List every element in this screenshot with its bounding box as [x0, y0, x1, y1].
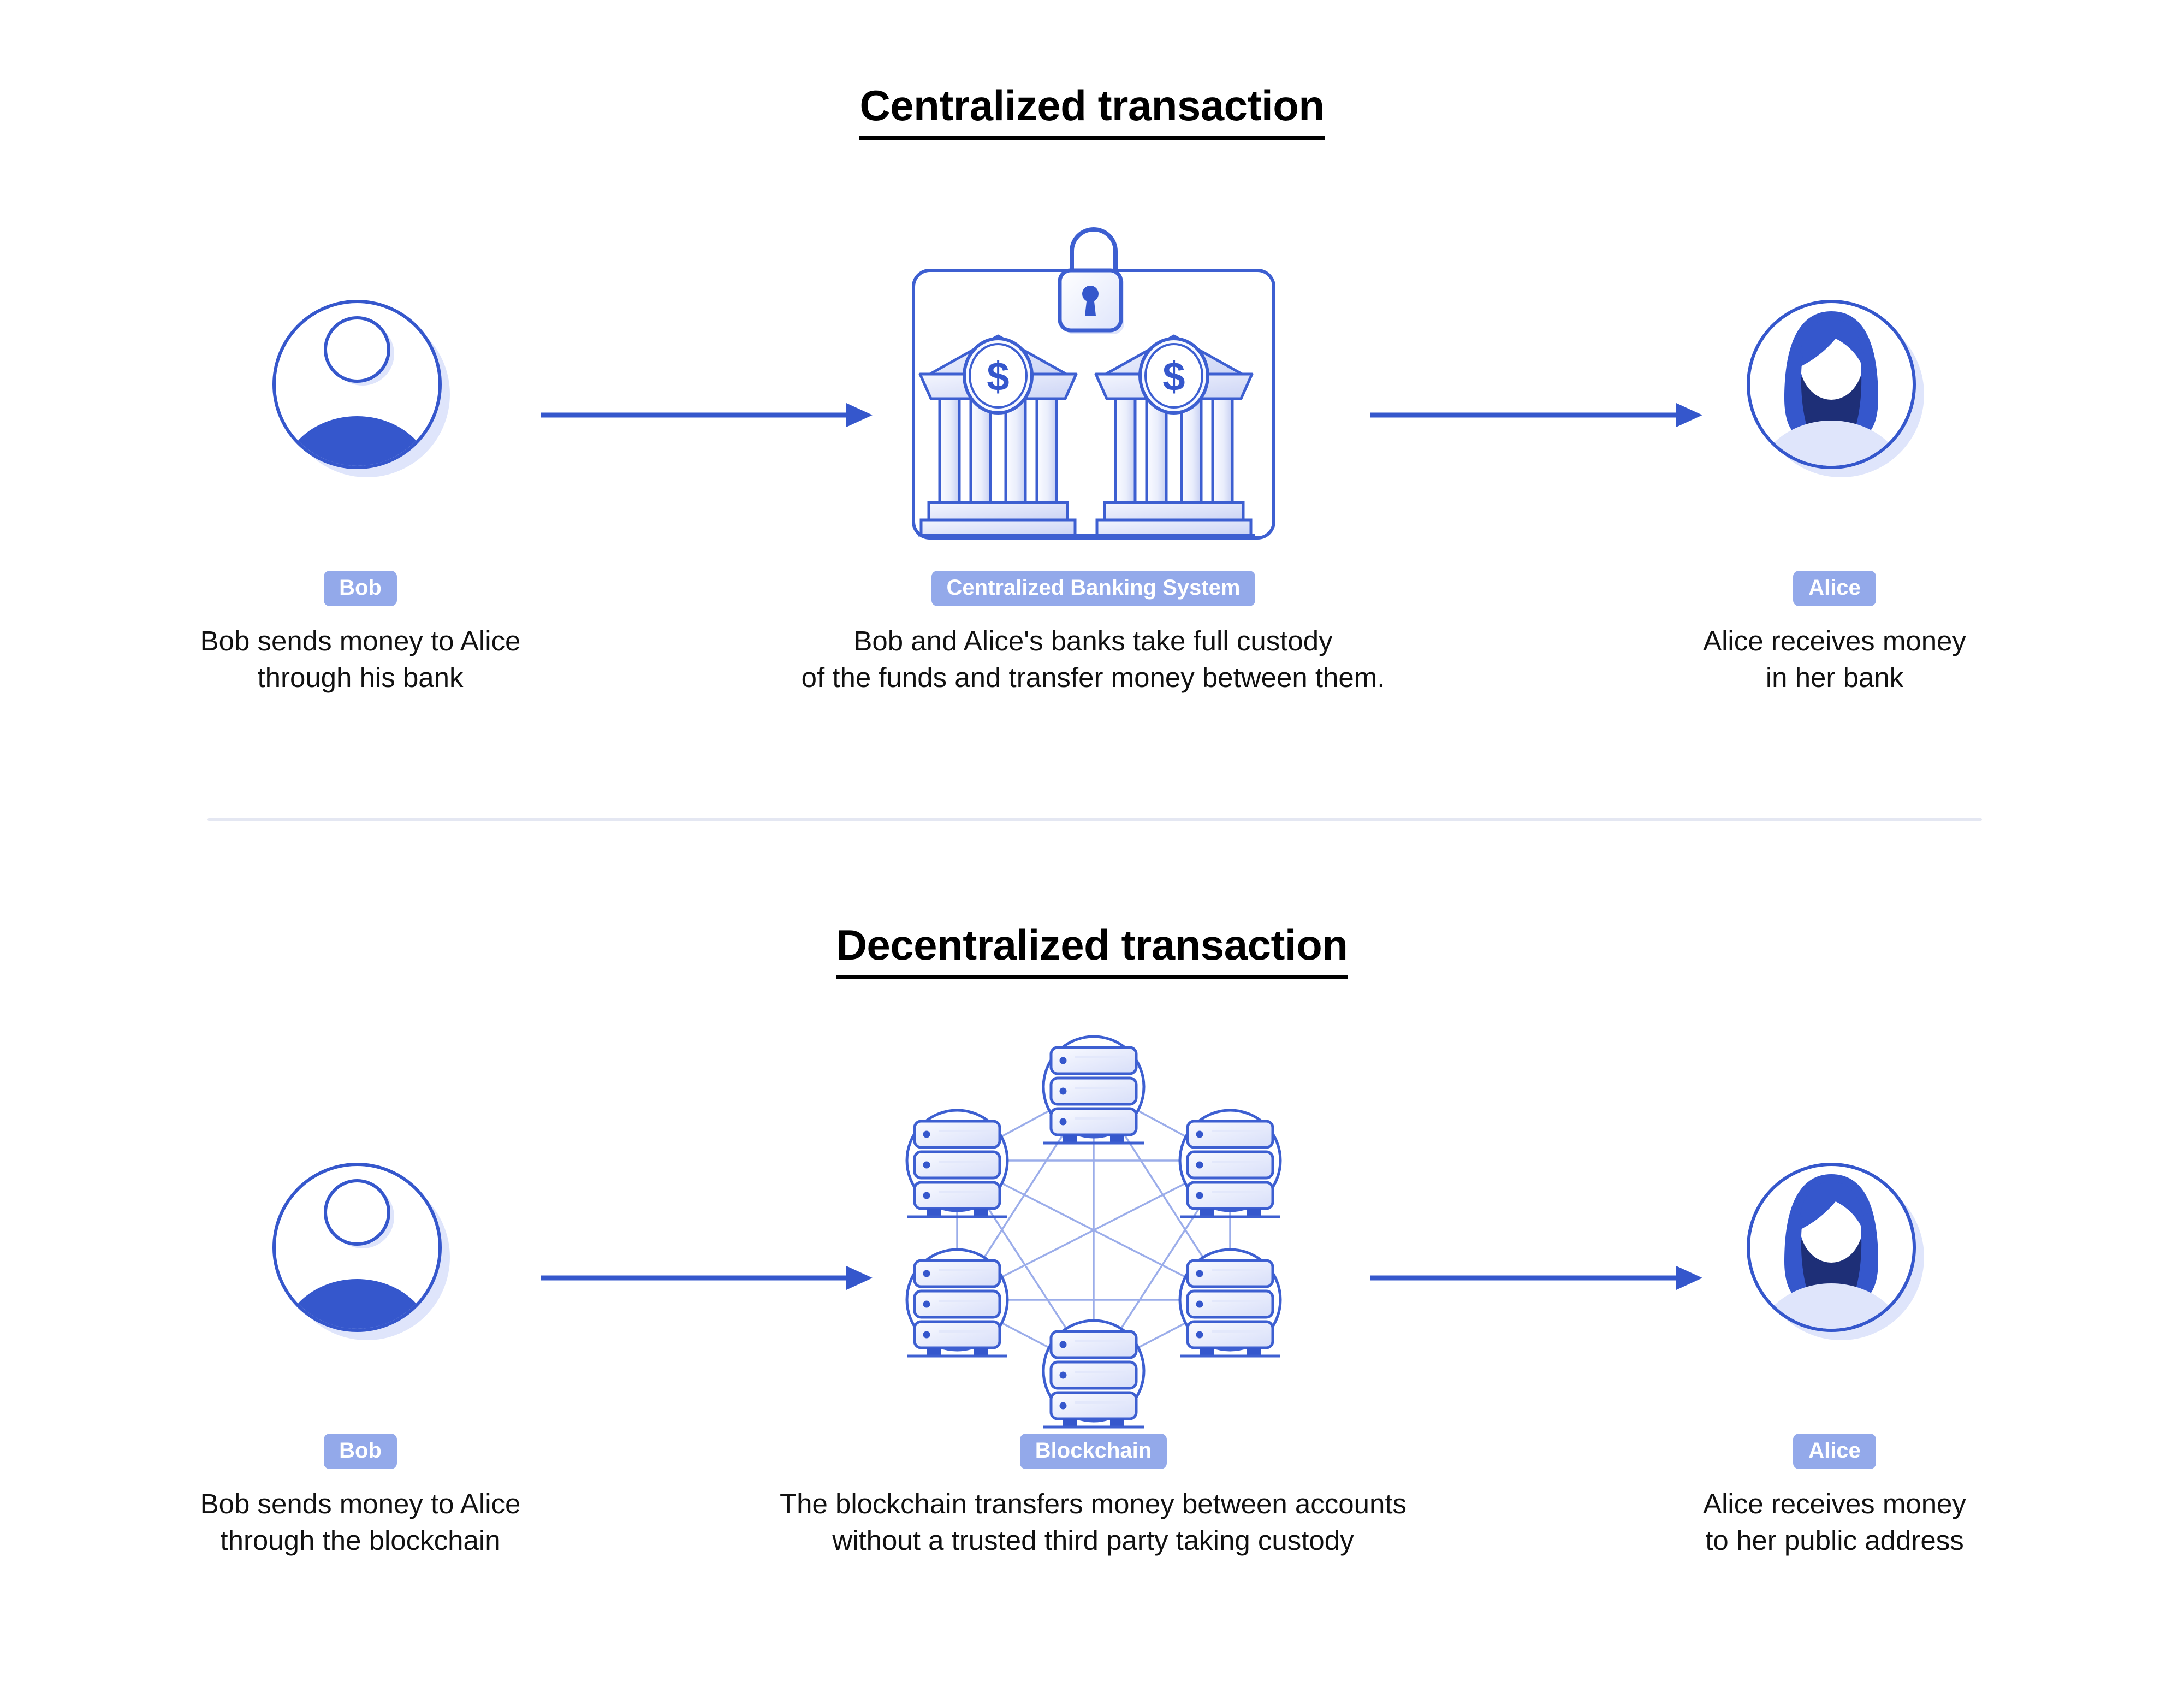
- banking-system-illustration: $ $: [863, 218, 1324, 546]
- user-avatar-female-icon: [1747, 1163, 1924, 1340]
- user-avatar-female-icon: [1747, 300, 1924, 477]
- badge-bob-decentralized: Bob: [324, 1434, 397, 1469]
- svg-text:$: $: [987, 354, 1009, 399]
- arrow-bob-to-blockchain: [541, 1262, 874, 1297]
- caption-centralized-bank: Bob and Alice's banks take full custody …: [801, 625, 1385, 694]
- user-avatar-male-icon: [272, 300, 450, 477]
- caption-bob-decentralized: Bob sends money to Alice through the blo…: [200, 1488, 521, 1556]
- centralized-banking-system-icon: $ $: [911, 227, 1275, 540]
- blockchain-node-network-icon: [905, 1035, 1281, 1431]
- padlock-icon: [1058, 227, 1124, 334]
- arrow-right-icon: [1370, 403, 1702, 427]
- network-node: [1178, 1109, 1281, 1217]
- network-node: [1042, 1319, 1145, 1427]
- section-title-centralized-text: Centralized transaction: [859, 81, 1325, 140]
- bank-building-dollar-icon: $: [918, 334, 1077, 537]
- section-divider: [207, 818, 1982, 821]
- caption-alice-decentralized: Alice receives money to her public addre…: [1703, 1488, 1966, 1556]
- blockchain-network-illustration: [863, 1027, 1324, 1431]
- alice-avatar: [1605, 1158, 2064, 1343]
- user-avatar-male-icon: [272, 1163, 450, 1340]
- network-node: [1042, 1035, 1145, 1143]
- bank-building-dollar-icon: $: [1094, 334, 1253, 537]
- arrow-right-icon: [1370, 1266, 1702, 1290]
- arrow-blockchain-to-alice: [1370, 1262, 1704, 1297]
- network-node: [905, 1109, 1008, 1217]
- bob-avatar: [131, 1158, 590, 1343]
- section-title-decentralized: Decentralized transaction: [0, 920, 2184, 979]
- arrow-bob-to-bank: [541, 399, 874, 434]
- arrow-right-icon: [541, 1266, 873, 1290]
- badge-blockchain: Blockchain: [1019, 1434, 1167, 1469]
- badge-bob-centralized: Bob: [324, 571, 397, 606]
- caption-bob-centralized: Bob sends money to Alice through his ban…: [200, 625, 521, 694]
- section-title-centralized: Centralized transaction: [0, 81, 2184, 140]
- badge-centralized-banking-system: Centralized Banking System: [931, 571, 1256, 606]
- svg-text:$: $: [1162, 354, 1185, 399]
- caption-alice-centralized: Alice receives money in her bank: [1703, 625, 1966, 694]
- network-node: [905, 1248, 1008, 1356]
- arrow-bank-to-alice: [1370, 399, 1704, 434]
- alice-avatar: [1605, 295, 2064, 481]
- badge-alice-decentralized: Alice: [1793, 1434, 1876, 1469]
- section-title-decentralized-text: Decentralized transaction: [836, 920, 1348, 979]
- network-node: [1178, 1248, 1281, 1356]
- bob-avatar: [131, 295, 590, 481]
- badge-alice-centralized: Alice: [1793, 571, 1876, 606]
- caption-blockchain: The blockchain transfers money between a…: [779, 1488, 1407, 1556]
- arrow-right-icon: [541, 403, 873, 427]
